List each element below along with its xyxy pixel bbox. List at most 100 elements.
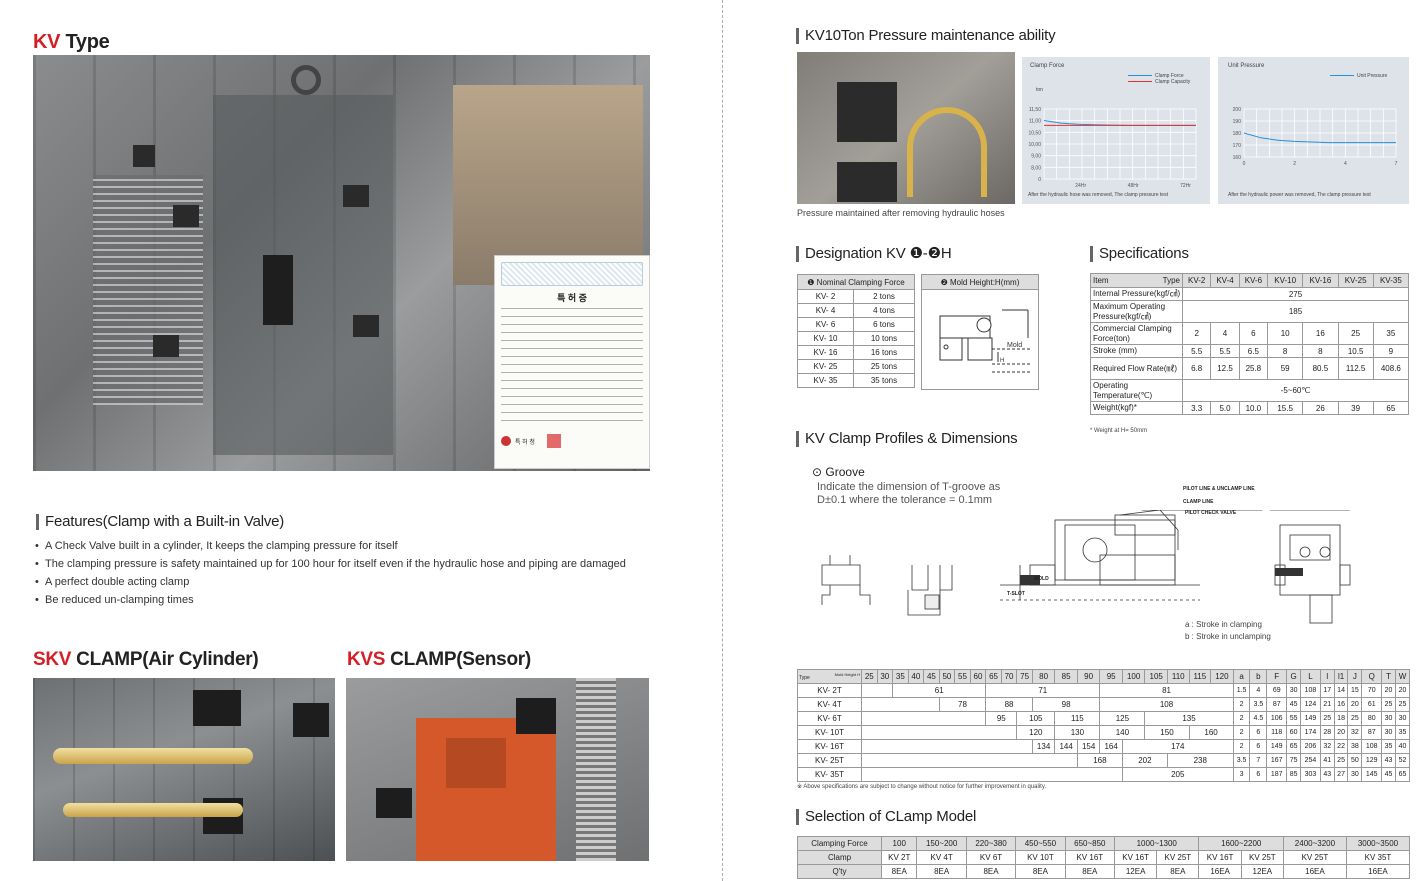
table-cell: KV- 35: [797, 373, 854, 388]
blank-cell: [860, 711, 987, 726]
height-header: 55: [954, 669, 971, 684]
dim-cell: 7: [1249, 753, 1268, 768]
x-tick-label: 4: [1344, 161, 1347, 167]
height-cell: 174: [1121, 739, 1234, 754]
dim-cell: 4: [1249, 683, 1268, 698]
blank-cell: [861, 753, 1078, 768]
height-header: 40: [907, 669, 925, 684]
height-cell: 81: [1099, 683, 1234, 698]
table-cell: 6.5: [1238, 344, 1269, 358]
dim-cell: 2: [1232, 739, 1251, 754]
dim-cell: 40: [1394, 739, 1411, 754]
table-cell: 16EA: [1198, 864, 1242, 879]
dim-cell: 69: [1266, 683, 1288, 698]
dim-cell: 254: [1299, 753, 1321, 768]
height-cell: 238: [1166, 753, 1234, 768]
chart-title: Unit Pressure: [1228, 63, 1265, 69]
blank-cell: [860, 725, 1018, 740]
pilot-line-label: PILOT LINE & UNCLAMP LINE: [1183, 486, 1255, 492]
specifications-heading: Specifications: [1090, 246, 1189, 262]
dim-cell: 25: [1394, 697, 1411, 712]
height-header: 85: [1054, 669, 1078, 684]
height-header: 90: [1076, 669, 1101, 684]
series-line: [1243, 132, 1396, 144]
height-header: 45: [923, 669, 940, 684]
height-cell: 71: [985, 683, 1101, 698]
height-header: 50: [938, 669, 956, 684]
x-tick-label: 24Hr: [1075, 183, 1086, 189]
table-cell: 80.5: [1302, 357, 1339, 380]
y-tick-label: 170: [1233, 143, 1242, 149]
dim-cell: 17: [1319, 683, 1335, 698]
table-cell: 275: [1182, 287, 1409, 301]
legend: Clamp Force Clamp Capacity: [1128, 73, 1190, 85]
height-cell: 135: [1144, 711, 1234, 726]
type-header: KV-10: [1267, 273, 1304, 288]
table-cell: 112.5: [1337, 357, 1374, 380]
table-cell: KV 35T: [1345, 850, 1411, 865]
dim-cell: 4.5: [1249, 711, 1268, 726]
spec-label: Stroke (mm): [1090, 344, 1183, 358]
y-tick-label: 11,50: [1029, 107, 1041, 113]
table-cell: 16EA: [1282, 864, 1347, 879]
height-header: 100: [1121, 669, 1146, 684]
weight-note: * Weight at H= 50mm: [1090, 428, 1148, 434]
blank-cell: [861, 767, 1123, 782]
table-cell: 8EA: [880, 864, 918, 879]
kv10-photo: [797, 52, 1015, 204]
selection-heading: Selection of CLamp Model: [796, 809, 976, 825]
mold-height-panel: ❷ Mold Height:H(mm) H Mold: [921, 274, 1039, 390]
type-header: KV-16: [1302, 273, 1339, 288]
height-cell: 105: [1016, 711, 1056, 726]
type-cell: KV- 25T: [797, 753, 862, 768]
table-cell: 25 tons: [852, 359, 916, 374]
dim-cell: 206: [1299, 739, 1321, 754]
force-header: 100: [880, 836, 918, 851]
dim-cell: 187: [1266, 767, 1288, 782]
patent-certificate: 특 허 증 특 허 청: [494, 255, 650, 469]
dim-cell: 20: [1333, 725, 1349, 740]
y-axis-label: ton: [1036, 87, 1043, 93]
table-cell: 10: [1267, 322, 1304, 345]
dim-cell: 2: [1232, 711, 1251, 726]
height-header: 35: [892, 669, 909, 684]
dim-cell: 145: [1361, 767, 1383, 782]
spec-label: Weight(kgf)*: [1090, 401, 1183, 415]
force-header: 1600~2200: [1198, 836, 1284, 851]
height-cell: 134: [1031, 739, 1056, 754]
spec-label: Maximum Operating Pressure(kgf/㎠): [1090, 300, 1183, 323]
table-cell: 2 tons: [852, 289, 916, 304]
type-header: KV-2: [1181, 273, 1212, 288]
mold-height-header: ❷ Mold Height:H(mm): [922, 275, 1038, 290]
force-header: 3000~3500: [1345, 836, 1411, 851]
x-tick-label: 0: [1243, 161, 1246, 167]
y-tick-label: 0: [1038, 177, 1041, 183]
y-tick-label: 200: [1233, 107, 1242, 113]
stroke-a-label: a : Stroke in clamping: [1185, 620, 1262, 629]
dim-header: T: [1381, 669, 1396, 684]
table-cell: KV- 6: [797, 317, 854, 332]
legend: Unit Pressure: [1330, 73, 1387, 79]
type-header: KV-4: [1210, 273, 1240, 288]
table-cell: KV- 16: [797, 345, 854, 360]
table-cell: 12.5: [1210, 357, 1240, 380]
height-cell: 125: [1099, 711, 1146, 726]
table-cell: 408.6: [1372, 357, 1410, 380]
feature-item: A perfect double acting clamp: [33, 573, 673, 591]
chart-note: After the hydraulic hose was removed, Th…: [1028, 192, 1168, 198]
kvs-clamp-title: KVS CLAMP(Sensor): [347, 649, 531, 670]
type-cell: KV- 4T: [797, 697, 862, 712]
table-cell: 8EA: [1064, 864, 1116, 879]
y-tick-label: 190: [1233, 119, 1242, 125]
table-cell: 2: [1181, 322, 1212, 345]
dim-cell: 25: [1319, 711, 1335, 726]
legend-swatch: [1330, 75, 1354, 77]
table-cell: 12EA: [1240, 864, 1284, 879]
table-row: Maximum Operating Pressure(kgf/㎠)185: [1090, 300, 1409, 323]
